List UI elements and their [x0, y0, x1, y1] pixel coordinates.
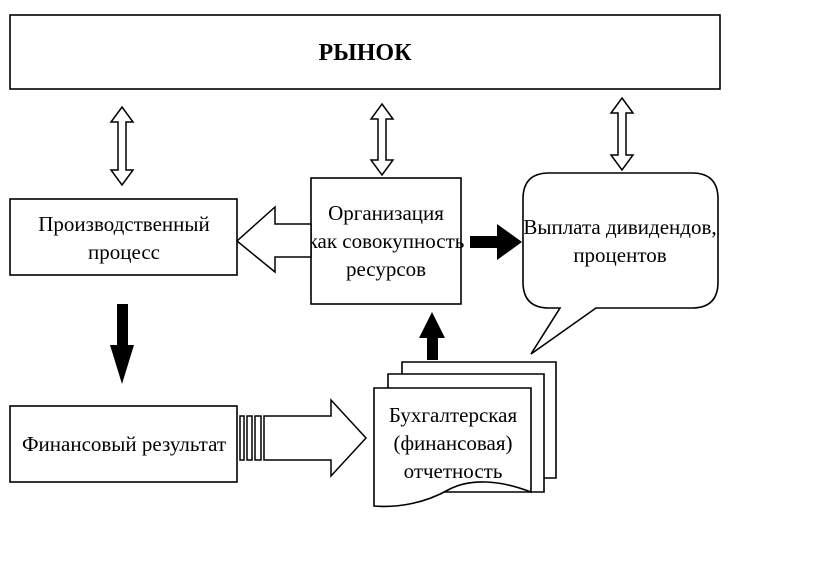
arrow-reporting-to-organization — [419, 312, 445, 360]
double-arrow-market-dividends — [609, 96, 635, 172]
arrow-production-to-result — [110, 304, 134, 384]
reporting-label-line3: отчетность — [404, 459, 503, 483]
arrow-result-to-reporting — [239, 398, 368, 478]
reporting-documents: Бухгалтерская (финансовая) отчетность — [373, 361, 557, 508]
dividends-label-line1: Выплата дивидендов, — [523, 215, 716, 239]
production-label-line2: процесс — [88, 240, 160, 264]
organization-label-line1: Организация — [328, 201, 444, 225]
organization-label-line2: как совокупность — [308, 229, 465, 253]
arrow-organization-to-production — [235, 205, 312, 274]
production-label-line1: Производственный — [38, 212, 210, 236]
dividends-bubble: Выплата дивидендов, процентов — [522, 172, 719, 355]
arrow-organization-to-dividends — [470, 224, 522, 260]
reporting-label-line2: (финансовая) — [393, 431, 512, 455]
financial-result-label: Финансовый результат — [22, 432, 226, 456]
dividends-label-line2: процентов — [573, 243, 666, 267]
double-arrow-market-production — [109, 105, 135, 187]
double-arrow-market-organization — [369, 102, 395, 177]
organization-box: Организация как совокупность ресурсов — [308, 177, 465, 305]
reporting-label-line1: Бухгалтерская — [389, 403, 518, 427]
market-label: РЫНОК — [319, 40, 413, 66]
production-process-box: Производственный процесс — [9, 198, 238, 276]
market-box: РЫНОК — [9, 14, 721, 90]
financial-result-box: Финансовый результат — [9, 405, 238, 483]
organization-label-line3: ресурсов — [346, 257, 426, 281]
